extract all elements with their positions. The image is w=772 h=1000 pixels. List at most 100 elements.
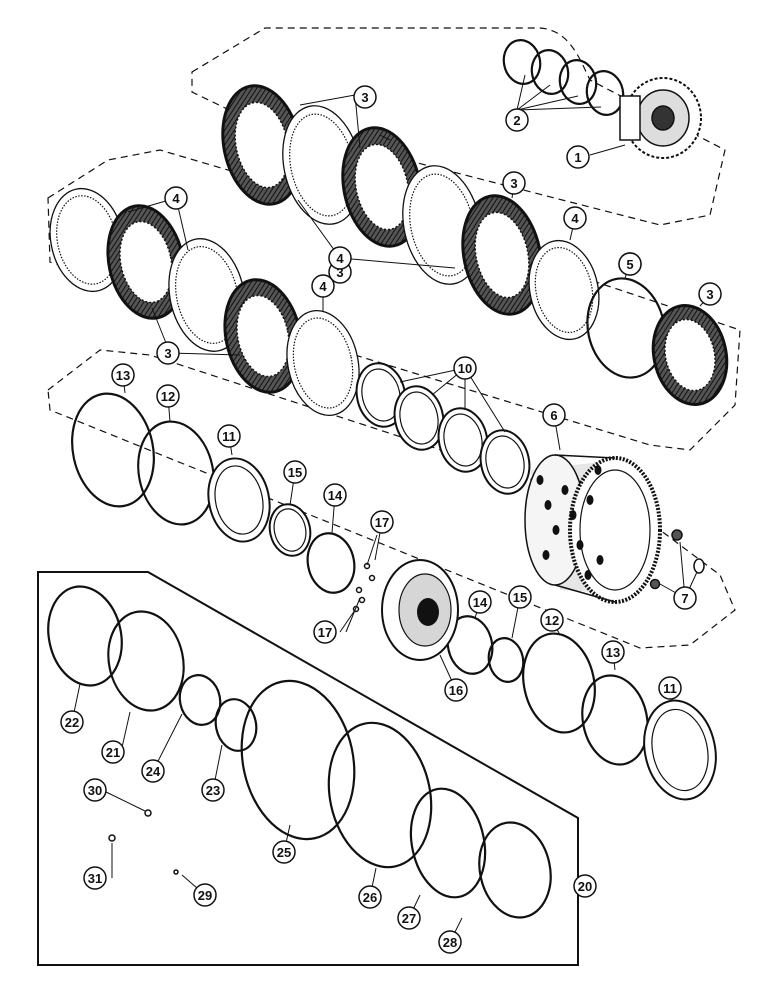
callout-number: 12: [545, 613, 559, 628]
callout-28: 28: [438, 930, 462, 954]
callout-number: 4: [571, 211, 579, 226]
callout-30: 30: [83, 778, 107, 802]
seal-ring: [71, 392, 155, 508]
callout-number: 28: [443, 935, 457, 950]
callout-number: 11: [222, 429, 236, 444]
callout-23: 23: [201, 778, 225, 802]
callout-number: 13: [606, 645, 620, 660]
clutch-hub: [619, 77, 702, 159]
callout-29: 29: [193, 883, 217, 907]
callout-number: 14: [473, 595, 488, 610]
seal-ring: [107, 610, 185, 712]
friction-disc: [651, 304, 729, 406]
callout-number: 15: [288, 465, 302, 480]
callout-3: 3: [353, 85, 377, 109]
piston-housing: [381, 559, 459, 661]
callout-number: 11: [663, 681, 677, 696]
callout-12: 12: [156, 384, 180, 408]
callout-27: 27: [397, 906, 421, 930]
leader-line: [299, 94, 356, 106]
callout-4: 4: [328, 246, 352, 270]
friction-disc: [223, 278, 303, 394]
piston: [207, 457, 271, 543]
seal-ring: [581, 674, 649, 766]
callout-1: 1: [566, 145, 590, 169]
callout-number: 7: [681, 591, 688, 606]
callout-number: 16: [449, 683, 463, 698]
leader-line: [589, 144, 626, 156]
leader-line: [516, 84, 551, 111]
leader-line: [516, 95, 579, 111]
callouts-layer: 1233333444445671011111212131314141515161…: [60, 85, 722, 954]
snap-ring: [502, 39, 542, 85]
callout-number: 31: [88, 871, 102, 886]
callout-number: 30: [88, 783, 102, 798]
leader-line: [339, 257, 456, 269]
callout-number: 6: [550, 408, 557, 423]
callout-17: 17: [370, 510, 394, 534]
callout-number: 4: [336, 251, 344, 266]
separator-ring: [437, 407, 489, 473]
friction-disc: [221, 84, 303, 206]
callout-14: 14: [468, 590, 492, 614]
seal-ring: [487, 637, 525, 683]
callout-4: 4: [311, 274, 335, 298]
seal-ring: [47, 585, 123, 687]
callout-13: 13: [601, 640, 625, 664]
callout-3: 3: [502, 171, 526, 195]
snap-ring: [585, 70, 625, 116]
leader-line: [366, 534, 378, 566]
friction-disc: [461, 194, 543, 316]
leader-line: [379, 134, 391, 141]
callout-number: 10: [458, 361, 472, 376]
separator-ring: [479, 429, 531, 495]
callout-22: 22: [60, 710, 84, 734]
callout-20: 20: [573, 874, 597, 898]
small-ball: [144, 809, 152, 817]
leader-line: [345, 597, 361, 633]
leader-line: [339, 609, 356, 633]
callout-number: 24: [146, 764, 161, 779]
callout-number: 25: [277, 845, 291, 860]
callout-31: 31: [83, 866, 107, 890]
callout-24: 24: [141, 759, 165, 783]
seal-ring: [522, 632, 596, 734]
seal-ring: [478, 821, 552, 919]
callout-6: 6: [542, 403, 566, 427]
snap-ring: [530, 49, 570, 95]
steel-plate: [528, 239, 600, 341]
parts-layer: [47, 39, 729, 919]
callout-number: 3: [706, 287, 713, 302]
callout-number: 4: [172, 191, 180, 206]
friction-disc: [106, 204, 186, 320]
leader-line: [516, 74, 526, 111]
seal-ring: [446, 615, 494, 675]
leader-line: [297, 199, 341, 259]
seal-ring: [240, 679, 356, 841]
callout-number: 5: [626, 257, 633, 272]
friction-disc: [341, 126, 423, 248]
callout-number: 14: [328, 488, 343, 503]
callout-number: 3: [336, 265, 343, 280]
small-parts: [649, 529, 705, 590]
callout-number: 15: [513, 590, 527, 605]
check-ball: [368, 574, 376, 582]
seal-ring: [268, 503, 312, 557]
steel-plate: [286, 309, 360, 417]
leader-line: [101, 789, 146, 812]
callout-4: 4: [563, 206, 587, 230]
callout-16: 16: [444, 678, 468, 702]
callout-number: 20: [578, 879, 592, 894]
small-ball: [108, 834, 116, 842]
callout-number: 3: [510, 176, 517, 191]
callout-number: 3: [164, 346, 171, 361]
seal-ring: [306, 532, 356, 594]
callout-11: 11: [658, 676, 682, 700]
callout-15: 15: [508, 585, 532, 609]
seal-ring: [137, 420, 215, 526]
callout-number: 22: [65, 715, 79, 730]
callout-number: 3: [361, 90, 368, 105]
callout-17: 17: [313, 620, 337, 644]
callout-10: 10: [453, 356, 477, 380]
